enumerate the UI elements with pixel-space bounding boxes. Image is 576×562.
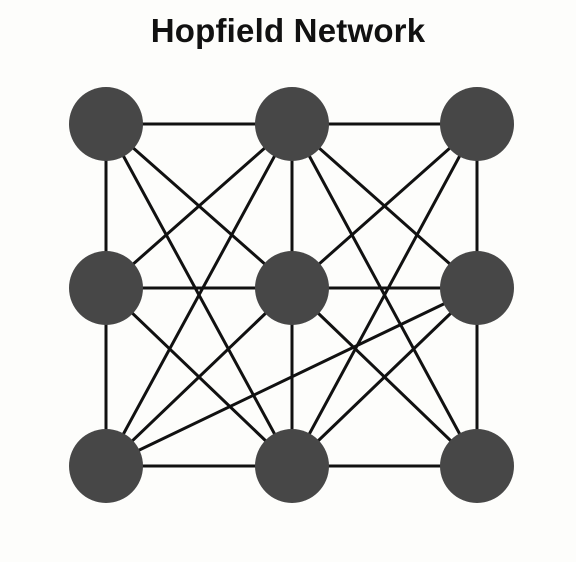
node-n1 bbox=[69, 87, 143, 161]
node-n2 bbox=[255, 87, 329, 161]
node-n4 bbox=[69, 251, 143, 325]
node-n9 bbox=[440, 429, 514, 503]
node-n3 bbox=[440, 87, 514, 161]
node-n5 bbox=[255, 251, 329, 325]
edge-n3-n5 bbox=[290, 122, 479, 290]
node-n6 bbox=[440, 251, 514, 325]
edge-n3-n8 bbox=[290, 122, 479, 468]
diagram-title: Hopfield Network bbox=[150, 12, 426, 49]
node-n7 bbox=[69, 429, 143, 503]
edge-n6-n8 bbox=[290, 286, 479, 468]
edge-n5-n7 bbox=[104, 286, 294, 468]
edge-n6-n7 bbox=[104, 286, 479, 468]
edge-n2-n7 bbox=[104, 122, 294, 468]
edge-n2-n4 bbox=[104, 122, 294, 290]
node-n8 bbox=[255, 429, 329, 503]
node-layer bbox=[69, 87, 514, 503]
